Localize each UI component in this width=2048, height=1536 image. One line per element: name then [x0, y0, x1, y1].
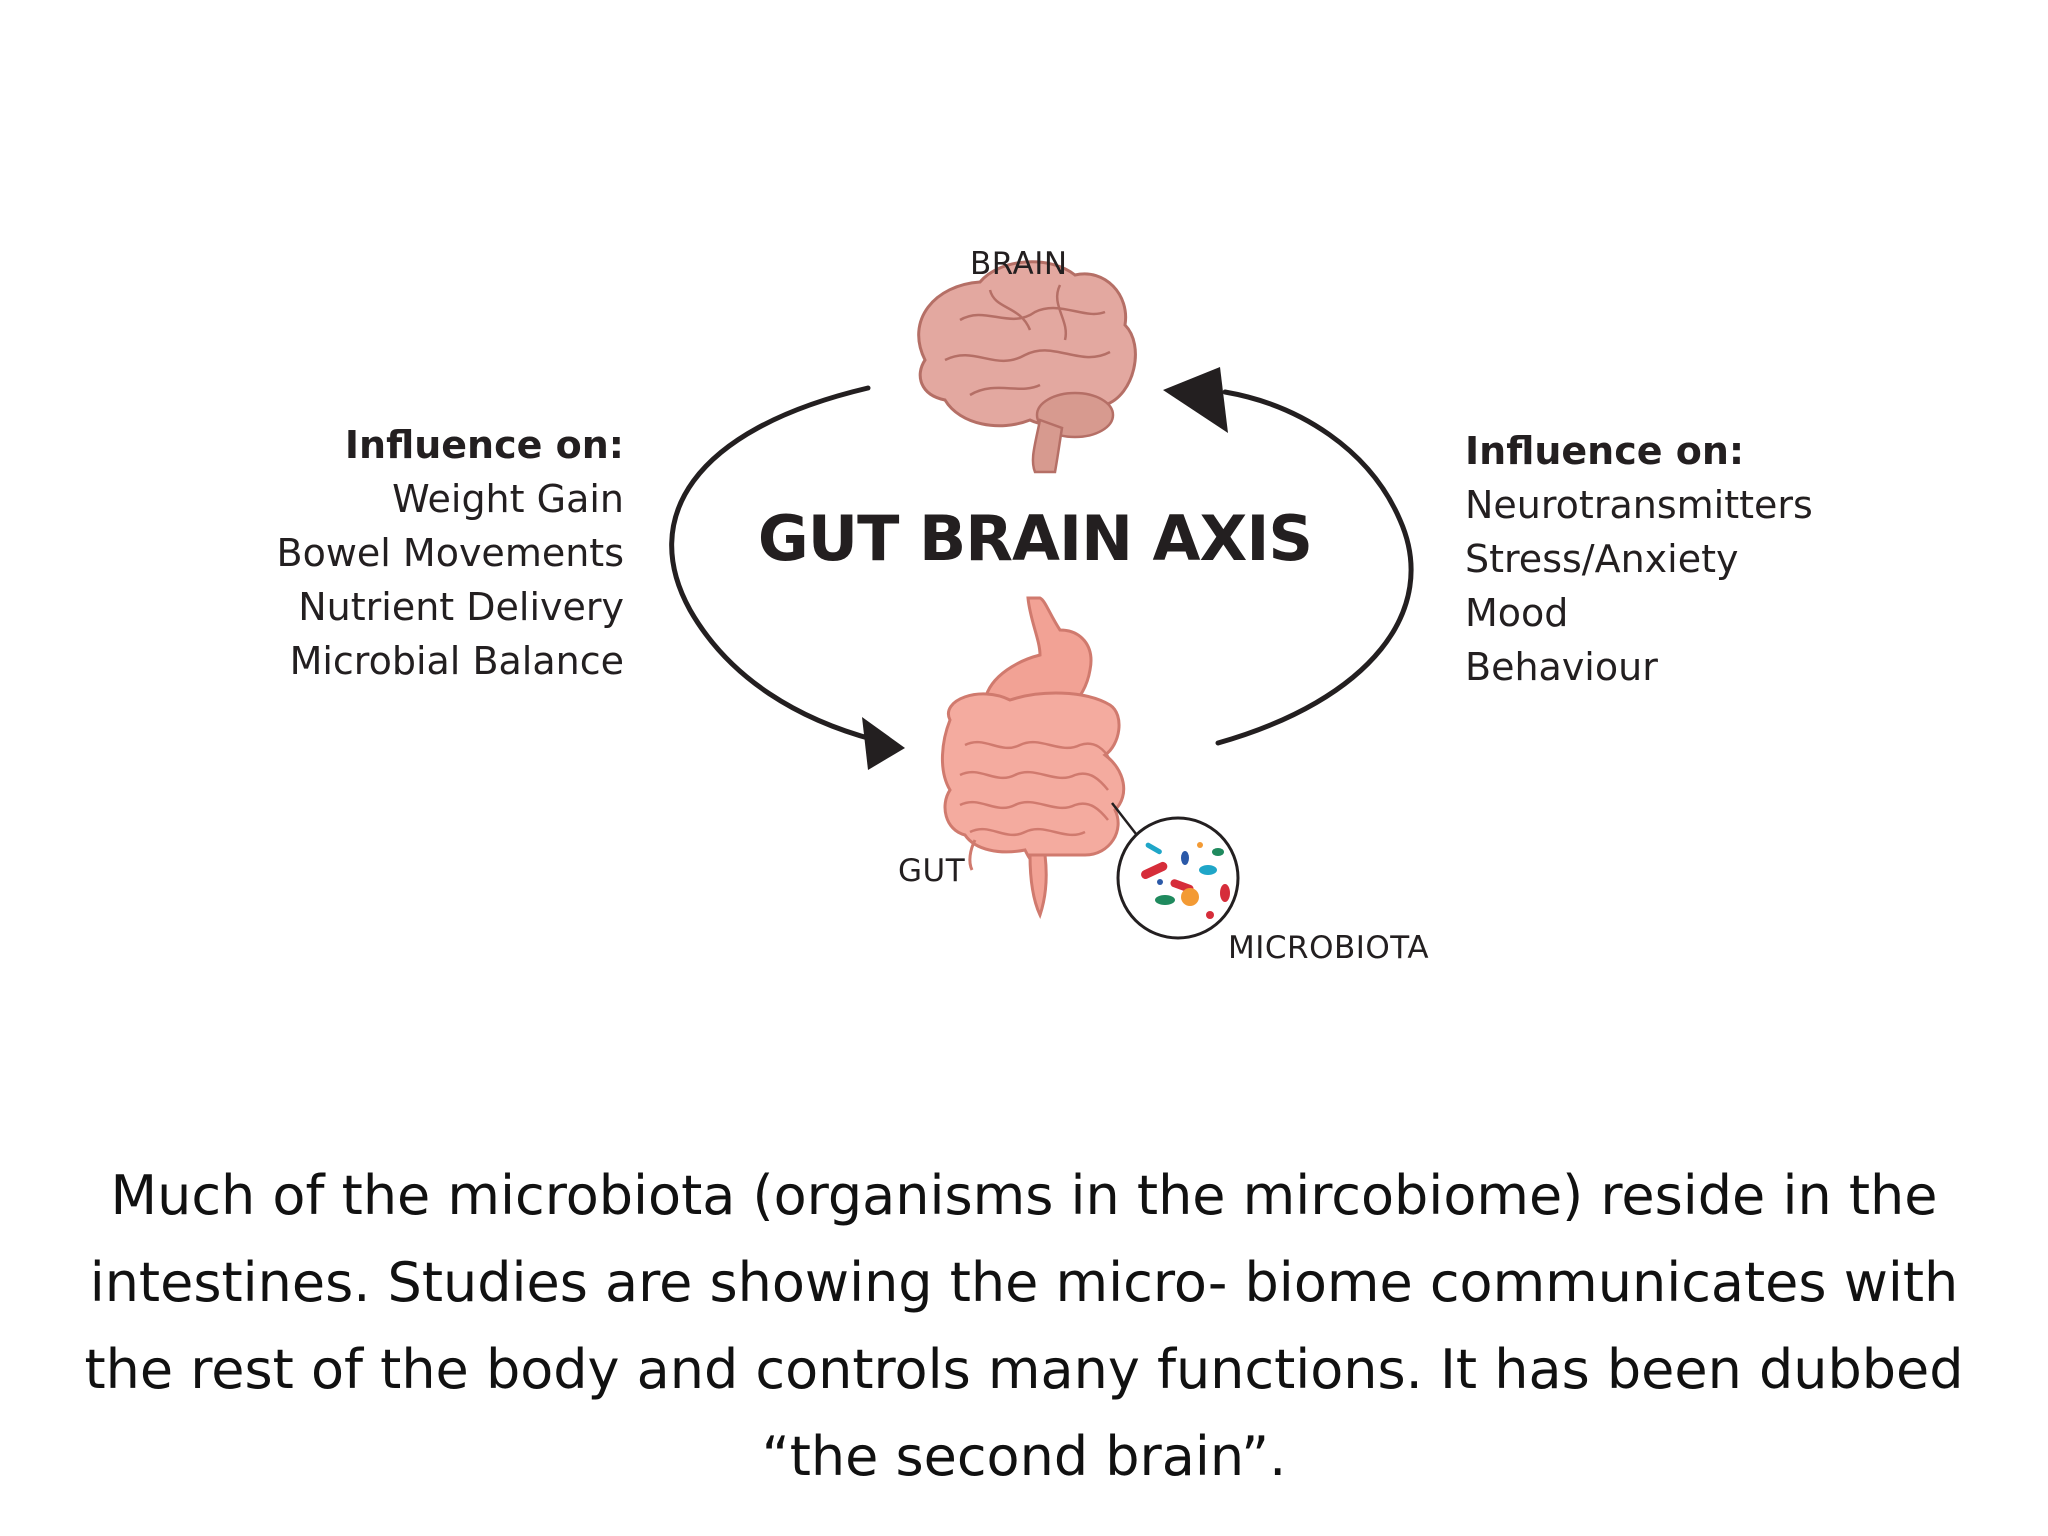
- right-influence-item: Stress/Anxiety: [1465, 537, 1739, 581]
- left-influence-item: Bowel Movements: [276, 531, 625, 575]
- right-influence-item: Mood: [1465, 591, 1569, 635]
- left-influence-item: Weight Gain: [392, 477, 624, 521]
- left-influence-list: Influence on: Weight Gain Bowel Movement…: [277, 418, 625, 688]
- right-influence-list: Influence on: Neurotransmitters Stress/A…: [1465, 424, 1813, 694]
- diagram-title: GUT BRAIN AXIS: [757, 502, 1313, 575]
- right-influence-heading: Influence on:: [1465, 429, 1745, 473]
- brain-label: BRAIN: [970, 246, 1068, 282]
- gut-illustration: [940, 596, 1126, 920]
- brain-illustration: [917, 260, 1137, 474]
- microbiota-magnifier: [1111, 802, 1240, 940]
- right-influence-item: Neurotransmitters: [1465, 483, 1813, 527]
- left-influence-item: Microbial Balance: [289, 639, 624, 683]
- gut-label: GUT: [898, 853, 966, 889]
- right-influence-item: Behaviour: [1465, 645, 1658, 689]
- left-cycle-arrow: [669, 385, 905, 770]
- left-influence-heading: Influence on:: [344, 423, 624, 467]
- microbiota-label: MICROBIOTA: [1228, 930, 1430, 966]
- right-cycle-arrow: [1163, 367, 1414, 746]
- left-influence-item: Nutrient Delivery: [298, 585, 624, 629]
- caption-text: Much of the microbiota (organisms in the…: [84, 1164, 1964, 1488]
